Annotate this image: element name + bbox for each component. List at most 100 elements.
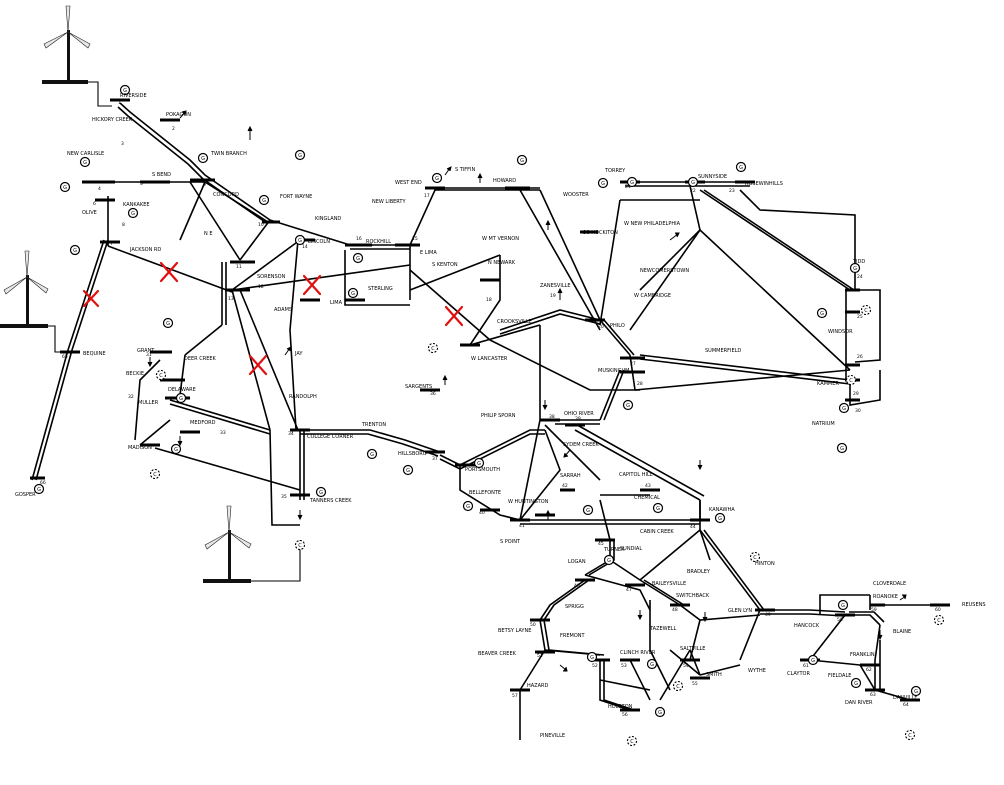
bus-label: SORENSON xyxy=(257,274,286,280)
bus-number: 59 xyxy=(871,607,877,613)
bus-label: W HUNTINGTON xyxy=(508,499,549,505)
generator-symbol: G xyxy=(166,321,170,327)
bus-label: KANKAKEE xyxy=(123,202,150,208)
generator-symbol: G xyxy=(356,256,360,262)
bus-label: WOOSTER xyxy=(563,192,589,198)
bus-label: HOLSTON xyxy=(608,704,633,710)
bus-label: GLEN LYN xyxy=(728,608,752,614)
generator-symbol: G xyxy=(201,156,205,162)
bus-label: GRANT xyxy=(137,348,155,354)
bus-label: BEAVER CREEK xyxy=(478,651,517,657)
bus-label: CAPITOL HILL xyxy=(619,472,653,478)
bus-label: BRADLEY xyxy=(687,569,711,575)
generator-symbol: G xyxy=(853,266,857,272)
bus-label: S KENTON xyxy=(432,262,458,268)
bus-label: W NEW PHILADELPHIA xyxy=(624,221,681,227)
bus-label: DELAWARE xyxy=(168,387,196,393)
generator-symbol: G xyxy=(607,558,611,564)
generator-symbol: G xyxy=(820,311,824,317)
bus-number: 28 xyxy=(637,381,643,387)
generator-symbol: C xyxy=(908,733,912,739)
generator-symbol: G xyxy=(630,180,634,186)
generator-symbol: G xyxy=(601,181,605,187)
bus-number: 58 xyxy=(837,617,843,623)
bus-label: REUSENS xyxy=(962,602,986,608)
generator-symbol: G xyxy=(131,211,135,217)
bus-label: LIMA xyxy=(330,300,343,306)
bus-number: 31 xyxy=(146,352,152,358)
bus-number: 1 xyxy=(118,100,121,106)
bus-label: ZANESVILLE xyxy=(540,283,571,289)
bus-number: 21 xyxy=(625,184,631,190)
bus-numbers: 1 2 3 4 5 6 7 8 9 10 11 12 13 14 15 16 1… xyxy=(40,100,941,718)
generator-symbol: G xyxy=(370,452,374,458)
bus-label: FRANKLIN xyxy=(850,652,875,658)
bus-label: SMITH xyxy=(706,672,722,678)
bus-label: TIDD xyxy=(852,259,865,265)
bus-number: 54 xyxy=(683,663,689,669)
bus-number: 61 xyxy=(803,663,809,669)
generator-symbol: G xyxy=(586,508,590,514)
bus-label: TRENTON xyxy=(361,422,386,428)
bus-label: SARGENTS xyxy=(405,384,432,390)
bus-label: HILLSBORO xyxy=(398,451,427,457)
bus-label: STERLING xyxy=(368,286,393,292)
bus-label: TORREY xyxy=(604,168,626,174)
bus-number: 16 xyxy=(356,236,362,242)
bus-label: SUMMERFIELD xyxy=(705,348,741,354)
generator-symbol: C xyxy=(849,378,853,384)
bus-label: LINCOLN xyxy=(308,239,330,245)
bus-label: JACKSON RD xyxy=(129,247,161,253)
bus-number: 29 xyxy=(853,391,859,397)
bus-label: COLLEGE CORNER xyxy=(307,434,354,440)
bus-label: TANNERS CREEK xyxy=(309,498,352,504)
cut-line-markers xyxy=(82,261,464,376)
load-arrows xyxy=(147,110,907,672)
outage-x-marker-4 xyxy=(444,305,464,327)
bus-label: CHEMICAL xyxy=(634,495,660,501)
generator-symbol: C xyxy=(431,346,435,352)
outage-x-marker-2 xyxy=(82,289,100,308)
bus-number: 30 xyxy=(855,408,861,414)
wind-turbine-icon xyxy=(0,250,49,328)
bus-label: SYDEM CREEK xyxy=(563,442,599,448)
bus-label: DANVILLE xyxy=(893,695,918,701)
bus-label: TAZEWELL xyxy=(649,626,677,632)
bus-number: 33 xyxy=(220,430,226,436)
bus-number: 12 xyxy=(258,284,264,290)
bus-number: 44 xyxy=(690,524,696,530)
generator-symbol: G xyxy=(319,490,323,496)
bus-number: 45 xyxy=(598,541,604,547)
wind-connection-1 xyxy=(88,81,112,107)
bus-number: 9 xyxy=(203,182,206,188)
bus-number: 6 xyxy=(93,201,96,207)
wind-turbine-icon xyxy=(42,5,91,84)
generator-symbol: G xyxy=(435,176,439,182)
bus-label: NEW CARLISLE xyxy=(67,151,104,157)
bus-number: 18 xyxy=(486,297,492,303)
bus-label: LOGAN xyxy=(568,559,586,565)
bus-number: 42 xyxy=(562,483,568,489)
bus-number: 41 xyxy=(519,523,525,529)
generator-symbol: G xyxy=(842,406,846,412)
bus-label: MUSKINGUM xyxy=(598,368,630,374)
bus-label: SUNDIAL xyxy=(620,546,642,552)
generator-symbol: G xyxy=(718,516,722,522)
generator-symbol: G xyxy=(658,710,662,716)
bus-number: 63 xyxy=(870,692,876,698)
bus-number: 36 xyxy=(430,391,436,397)
generator-symbol: G xyxy=(691,180,695,186)
bus-number: 24 xyxy=(857,274,863,280)
bus-label: HAZARD xyxy=(527,683,549,689)
bus-number: 3 xyxy=(121,141,124,147)
bus-number: 49 xyxy=(765,612,771,618)
generator-symbol: G xyxy=(626,403,630,409)
bus-number: 25 xyxy=(857,314,863,320)
generator-symbol: G xyxy=(840,446,844,452)
bus-label: WYTHE xyxy=(748,668,766,674)
bus-label: HANCOCK xyxy=(794,623,820,629)
bus-number: 39 xyxy=(575,416,581,422)
bus-label: CLINCH RIVER xyxy=(620,650,656,656)
bus-label: KANAWHA xyxy=(709,507,735,513)
